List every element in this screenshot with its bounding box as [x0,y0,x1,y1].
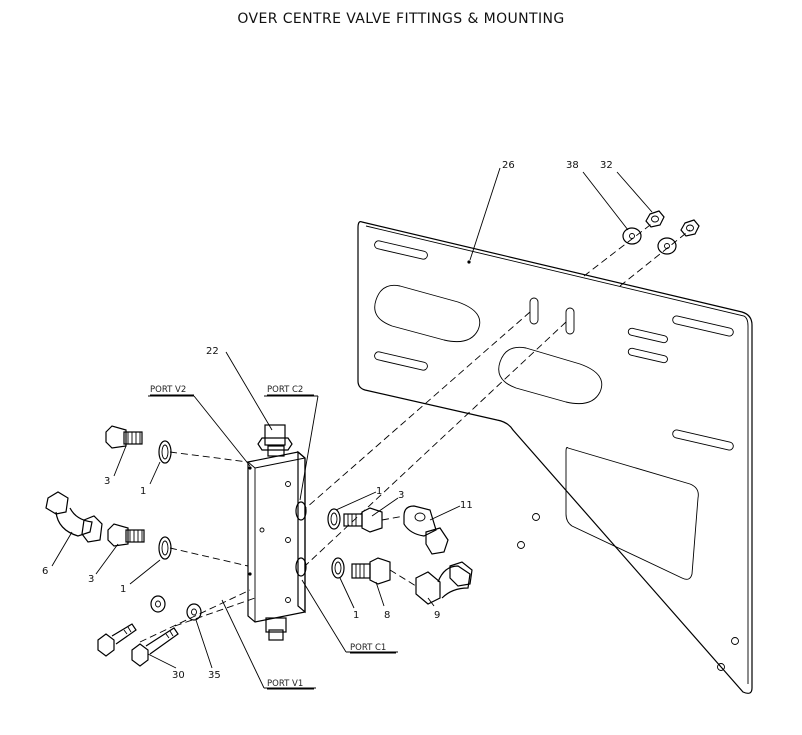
callout-1-lower-right: 1 [353,610,359,621]
callout-8: 8 [384,610,390,621]
callout-6: 6 [42,566,48,577]
washer-38-upper [622,227,642,245]
adapter-3-upper-right [343,507,383,533]
drawing-title: OVER CENTRE VALVE FITTINGS & MOUNTING [237,11,565,27]
washer-38-lower [657,237,677,255]
bolt-30-upper [97,623,137,657]
o-ring-1-lower-right [331,557,345,579]
callout-22: 22 [206,346,219,357]
adapter-3-upper-left [105,425,143,449]
port-c2-label: PORT C2 [267,385,303,395]
nut-32-upper [645,210,665,228]
adapter-8 [351,557,391,585]
adapter-3-lower-left [107,523,145,547]
leader-lines [51,167,653,689]
port-v2-label: PORT V2 [150,385,186,395]
callout-30: 30 [172,670,185,681]
elbow-fitting-6 [45,491,103,543]
callout-9: 9 [434,610,440,621]
washer-35-upper [150,595,166,613]
washer-35-lower [186,603,202,621]
over-centre-valve-block [247,424,307,641]
callout-3-upper-left: 3 [104,476,110,487]
callout-32: 32 [600,160,613,171]
callout-1-upper-right: 1 [376,486,382,497]
callout-35: 35 [208,670,221,681]
port-c1-label: PORT C1 [350,643,386,653]
port-v1-label: PORT V1 [267,679,303,689]
callout-1-lower-left: 1 [120,584,126,595]
o-ring-1-upper-right [327,508,341,530]
o-ring-1-upper-left [158,440,172,464]
bolt-30-lower [131,627,179,667]
mounting-plate [357,221,753,694]
o-ring-1-lower-left [158,536,172,560]
callout-11: 11 [460,500,473,511]
callout-38: 38 [566,160,579,171]
callout-26: 26 [502,160,515,171]
elbow-fitting-11 [403,505,449,555]
port-label-underlines [150,394,396,690]
callout-3-lower-left: 3 [88,574,94,585]
callout-1-upper-left: 1 [140,486,146,497]
callout-3-upper-right: 3 [398,490,404,501]
nut-32-lower [680,219,700,237]
elbow-fitting-9 [415,561,473,605]
